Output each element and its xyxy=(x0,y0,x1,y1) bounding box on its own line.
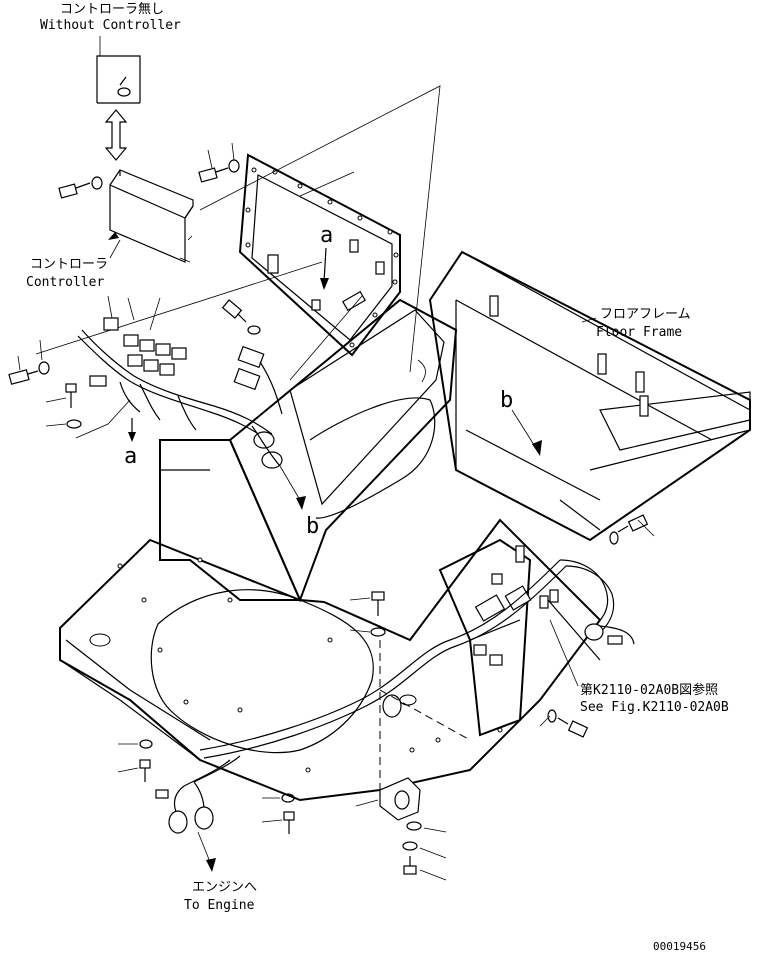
to-engine-en-label: To Engine xyxy=(184,898,255,913)
ref-a-bottom: a xyxy=(124,444,137,469)
side-bolt-lower xyxy=(547,709,589,738)
clamp-bolt-a xyxy=(65,383,82,429)
ref-b-arrowhead-right xyxy=(532,440,542,456)
clamp-washer-2-leader xyxy=(419,847,447,859)
controller-bolt-left xyxy=(58,176,103,199)
clamp-washer-2 xyxy=(402,841,418,851)
ref-b-leader-left xyxy=(279,465,301,501)
to-engine-arrowhead xyxy=(206,858,216,872)
see-fig-en-label: See Fig.K2110-02A0B xyxy=(580,700,729,715)
center-bolt-leader xyxy=(349,597,371,601)
ref-b-arrowhead-left xyxy=(296,496,306,510)
frame-bracket-curve xyxy=(417,359,426,383)
ref-b-right: b xyxy=(500,388,513,413)
floor-washer-left xyxy=(139,739,153,749)
floor-washer-mid xyxy=(281,793,295,803)
ref-b-left: b xyxy=(306,514,319,539)
wire-harness-connectors xyxy=(77,295,273,441)
harness-grommet xyxy=(251,425,283,469)
controller-jp-label: コントローラ xyxy=(30,257,108,272)
floor-frame-en-label: Floor Frame xyxy=(596,325,682,340)
to-engine-jp-label: エンジンへ xyxy=(192,880,257,895)
without-controller-inset xyxy=(96,36,141,104)
floor-frame xyxy=(428,250,751,542)
without-controller-jp-label: コントローラ無し xyxy=(60,2,164,17)
floor-bolt-left xyxy=(139,759,151,782)
drawing-number: 00019456 xyxy=(653,940,706,953)
ref-a-top: a xyxy=(320,223,333,248)
relay-connector xyxy=(233,345,283,415)
projection-lines xyxy=(199,85,441,373)
clamp-leader-line xyxy=(75,399,131,439)
center-console xyxy=(159,298,458,603)
clamp-bolt-leader xyxy=(45,397,67,403)
harness-bolt-leader xyxy=(17,355,21,371)
ref-b-leader-right xyxy=(511,409,537,449)
clamp-washer-leader xyxy=(45,423,67,427)
floor-frame-leader xyxy=(581,317,597,323)
floor-bolt-mid xyxy=(283,811,295,834)
clamp-bolt-leader xyxy=(419,869,447,881)
clamp-washer-1-leader xyxy=(423,827,447,833)
without-controller-en-label: Without Controller xyxy=(40,18,181,33)
alignment-dash-3 xyxy=(379,689,471,741)
floor-bolt-left-leader xyxy=(117,767,139,773)
clamp-washer-1 xyxy=(406,821,422,831)
floor-plate xyxy=(59,518,602,802)
side-bolt-upper xyxy=(609,514,649,545)
to-engine-leader xyxy=(197,831,211,863)
projection-line-a xyxy=(35,261,323,355)
main-harness xyxy=(183,559,635,787)
cover-leader xyxy=(299,171,355,197)
cover-plate xyxy=(238,153,401,357)
hose-bolt xyxy=(221,299,261,335)
ref-a-arrow-top xyxy=(323,247,327,283)
clamp-leader xyxy=(355,799,379,807)
controller-leader-arrow xyxy=(108,232,119,240)
ref-a-arrowhead-top xyxy=(320,278,329,290)
ref-a-arrowhead-bottom xyxy=(128,432,136,442)
controller-leader xyxy=(109,239,121,259)
side-washer-leader xyxy=(539,715,551,727)
projection-line-b xyxy=(289,295,363,381)
swap-double-arrow xyxy=(104,109,128,161)
floor-bolt-mid-leader xyxy=(261,819,283,823)
center-washer-leader xyxy=(349,629,371,633)
see-fig-leader xyxy=(549,619,579,687)
see-fig-jp-label: 第K2110-02A0B図参照 xyxy=(580,682,718,698)
clamp-bolt xyxy=(403,856,417,875)
cover-washer-leader xyxy=(231,142,235,161)
harness-clamp xyxy=(379,777,421,821)
harness-washer-leader xyxy=(39,339,43,361)
controller-en-label: Controller xyxy=(26,275,104,290)
side-bolt-leader xyxy=(637,519,655,537)
harness-bolt-left xyxy=(8,361,50,385)
center-bolt xyxy=(370,591,386,637)
engine-connectors xyxy=(155,781,214,834)
floor-frame-jp-label: フロアフレーム xyxy=(600,307,691,322)
cover-bolt xyxy=(198,159,240,183)
cover-bolt-leader xyxy=(207,149,213,169)
controller-unit xyxy=(109,169,194,263)
